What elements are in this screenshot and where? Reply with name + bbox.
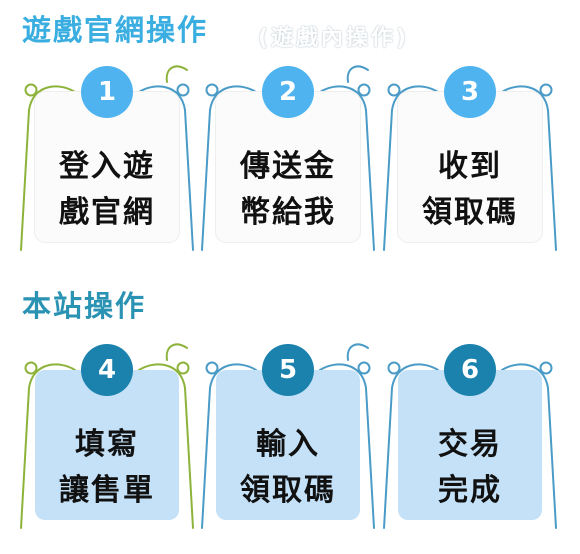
step-label-line1: 登入遊	[59, 149, 155, 184]
step-card-4: 4 填寫 讓售單	[17, 338, 197, 534]
step-card-6: 6 交易 完成	[380, 338, 560, 534]
step-number-badge: 3	[444, 66, 496, 118]
step-card-2: 2 傳送金 幣給我	[198, 60, 378, 256]
step-label-line1: 填寫	[75, 427, 139, 462]
decorative-frame	[383, 361, 557, 529]
step-number-badge: 1	[81, 66, 133, 118]
step-label-line2: 讓售單	[59, 473, 155, 508]
step-label: 登入遊 戲官網	[35, 144, 179, 236]
step-label-line1: 交易	[438, 427, 502, 462]
decorative-frame	[20, 65, 194, 251]
section-title-official: 遊戲官網操作	[22, 13, 209, 47]
step-number-badge: 5	[262, 344, 314, 396]
step-number-badge: 2	[262, 66, 314, 118]
step-label-line2: 領取碼	[240, 473, 336, 508]
step-number-badge: 4	[81, 344, 133, 396]
step-number-badge: 6	[444, 344, 496, 396]
step-label: 輸入 領取碼	[216, 422, 360, 514]
decorative-frame	[201, 343, 375, 529]
step-label-line1: 傳送金	[240, 149, 336, 184]
decorative-frame	[383, 83, 557, 251]
decorative-frame	[20, 343, 194, 529]
step-label-line2: 幣給我	[240, 195, 336, 230]
step-label-line2: 完成	[438, 473, 502, 508]
section-title-site: 本站操作	[22, 289, 147, 323]
step-card-3: 3 收到 領取碼	[380, 60, 560, 256]
step-card-5: 5 輸入 領取碼	[198, 338, 378, 534]
section-subtitle-faded: (遊戲內操作)	[258, 26, 410, 51]
step-label: 收到 領取碼	[398, 144, 542, 236]
step-label: 交易 完成	[398, 422, 542, 514]
step-label-line1: 收到	[438, 149, 502, 184]
step-label: 傳送金 幣給我	[216, 144, 360, 236]
step-card-1: 1 登入遊 戲官網	[17, 60, 197, 256]
step-label-line2: 領取碼	[422, 195, 518, 230]
step-label: 填寫 讓售單	[35, 422, 179, 514]
step-label-line2: 戲官網	[59, 195, 155, 230]
step-label-line1: 輸入	[256, 427, 320, 462]
decorative-frame	[201, 65, 375, 251]
